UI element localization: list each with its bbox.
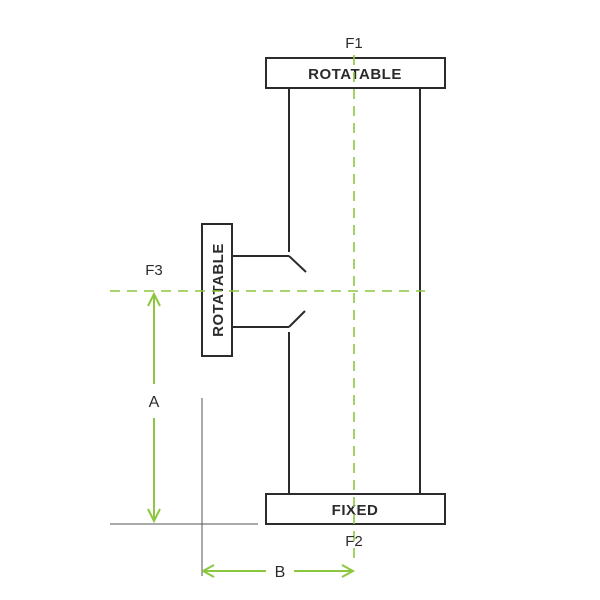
- bottom-flange: FIXED: [265, 493, 446, 525]
- face-label-f3: F3: [145, 262, 163, 279]
- bottom-flange-label: FIXED: [332, 502, 379, 519]
- dimension-b-label: B: [275, 564, 286, 581]
- dimension-a: [147, 291, 161, 524]
- dimension-a-arrow-bottom: [147, 508, 161, 524]
- face-label-f1: F1: [345, 35, 363, 52]
- branch-top-chamfer: [288, 255, 307, 273]
- top-flange-label: ROTATABLE: [308, 66, 402, 83]
- bottom-flange-rect: [265, 493, 446, 525]
- dimension-a-arrow-top: [147, 291, 161, 307]
- top-flange-rect: [265, 57, 446, 89]
- dimension-b-arrow-right: [341, 564, 356, 578]
- reference-lines: [110, 398, 258, 576]
- dimension-b: [200, 564, 356, 578]
- side-flange: ROTATABLE: [201, 223, 233, 357]
- branch-bottom-chamfer: [288, 310, 306, 328]
- top-flange: ROTATABLE: [265, 57, 446, 89]
- side-flange-rect: [201, 223, 233, 357]
- dimension-b-arrow-left: [200, 564, 215, 578]
- side-flange-label: ROTATABLE: [210, 243, 227, 337]
- centerlines: [110, 55, 425, 560]
- dimension-a-label: A: [149, 394, 160, 411]
- face-label-f2: F2: [345, 533, 363, 550]
